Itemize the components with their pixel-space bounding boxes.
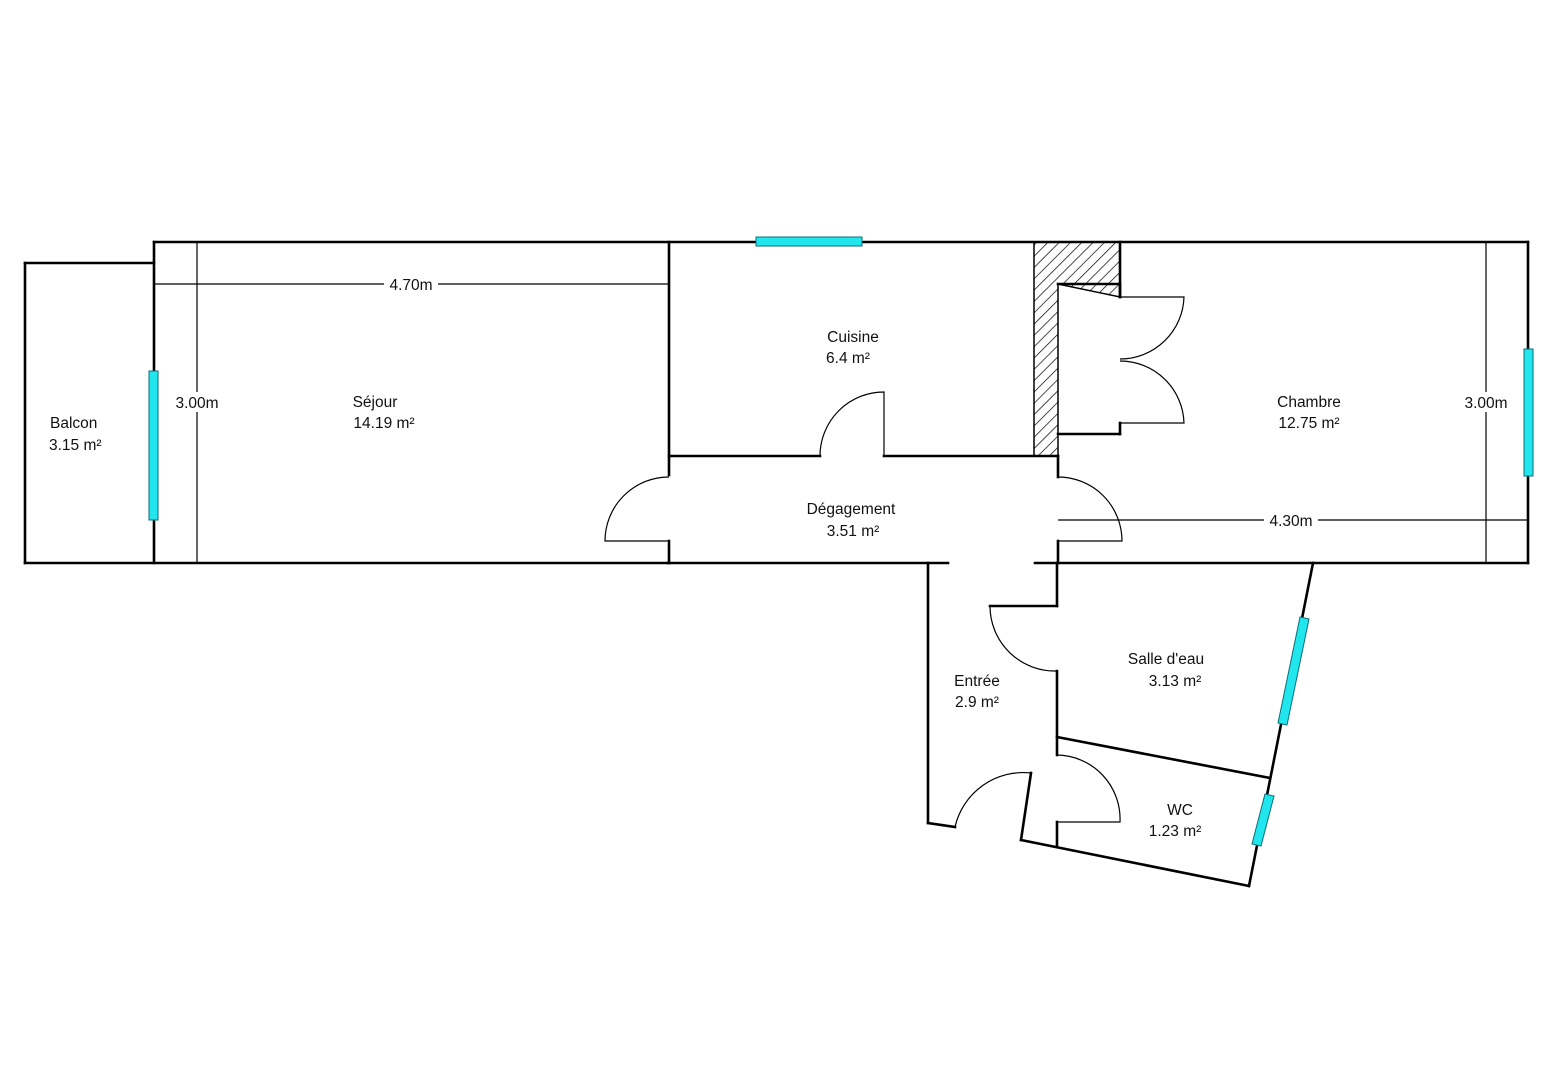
wc-window-icon [1251, 793, 1275, 847]
room-name-cuisine: Cuisine [827, 329, 879, 346]
sejour-window-icon [148, 370, 159, 521]
room-name-degagement: Dégagement [807, 501, 896, 518]
dim-chambre-width: 4.30m [1269, 513, 1312, 530]
salle-eau-window-icon [1277, 616, 1310, 726]
room-name-sejour: Séjour [353, 394, 398, 411]
doors [604, 296, 1185, 828]
cuisine-door-icon [819, 391, 885, 457]
cupboard-door-top-icon [1119, 296, 1185, 360]
cupboard-door-bottom-icon [1119, 360, 1185, 424]
room-labels: Balcon 3.15 m² Séjour 14.19 m² Cuisine 6… [49, 329, 1341, 840]
cuisine-window-icon [755, 236, 863, 247]
dim-chambre-depth: 3.00m [1464, 395, 1507, 412]
hatched-column [1033, 241, 1121, 457]
room-area-cuisine: 6.4 m² [826, 350, 870, 367]
dimension-lines: 4.70m 3.00m 3.00m 4.30m [154, 242, 1528, 563]
room-area-balcon: 3.15 m² [49, 437, 102, 454]
room-area-salle-eau: 3.13 m² [1149, 673, 1202, 690]
room-area-entree: 2.9 m² [955, 694, 999, 711]
room-name-chambre: Chambre [1277, 394, 1341, 411]
chambre-door-icon [1057, 476, 1123, 542]
room-area-wc: 1.23 m² [1149, 823, 1202, 840]
room-area-degagement: 3.51 m² [827, 523, 880, 540]
room-area-sejour: 14.19 m² [353, 415, 414, 432]
dim-sejour-depth: 3.00m [175, 395, 218, 412]
room-name-entree: Entrée [954, 673, 1000, 690]
chambre-window-icon [1523, 348, 1534, 477]
entree-door-icon [954, 771, 1032, 828]
salle-eau-door-icon [989, 605, 1058, 672]
windows [148, 236, 1534, 847]
dim-sejour-width: 4.70m [389, 277, 432, 294]
room-name-salle-eau: Salle d'eau [1128, 651, 1204, 668]
wc-door-icon [1056, 754, 1121, 823]
room-area-chambre: 12.75 m² [1278, 415, 1339, 432]
room-name-wc: WC [1167, 802, 1193, 819]
room-name-balcon: Balcon [50, 415, 97, 432]
sejour-door-icon [604, 476, 670, 542]
walls [23, 240, 1530, 888]
